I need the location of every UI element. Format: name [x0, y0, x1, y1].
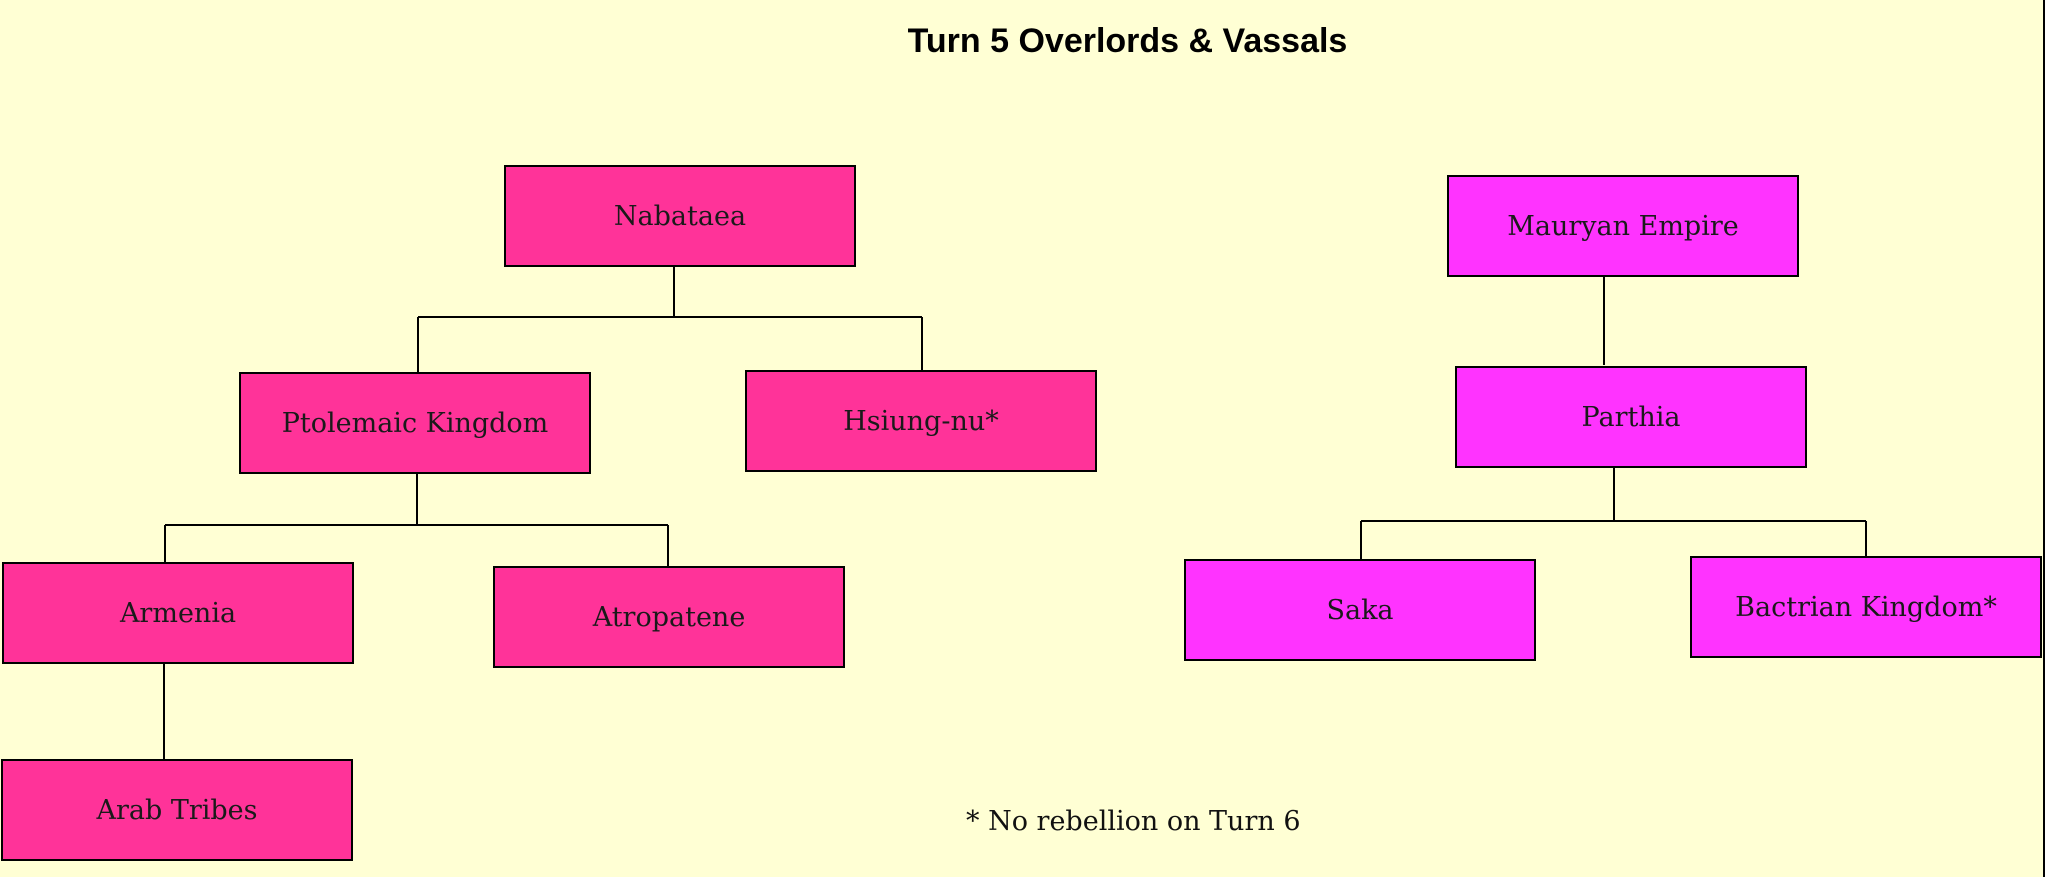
node-label: Hsiung-nu* — [843, 405, 999, 437]
node-parthia: Parthia — [1455, 366, 1807, 468]
node-label: Mauryan Empire — [1507, 210, 1739, 242]
node-atropatene: Atropatene — [493, 566, 845, 668]
connector-nabataea — [417, 266, 923, 372]
node-label: Bactrian Kingdom* — [1735, 591, 1997, 623]
node-ptolemaic-kingdom: Ptolemaic Kingdom — [239, 372, 591, 474]
page-border — [2043, 0, 2045, 877]
node-label: Parthia — [1581, 401, 1681, 433]
connector-ptolemaic — [164, 473, 669, 567]
node-label: Atropatene — [592, 601, 746, 633]
node-label: Nabataea — [613, 200, 747, 232]
page-title: Turn 5 Overlords & Vassals — [907, 22, 1348, 60]
node-label: Arab Tribes — [96, 794, 258, 826]
node-nabataea: Nabataea — [504, 165, 856, 267]
node-label: Armenia — [119, 597, 237, 629]
connector-parthia — [1360, 467, 1867, 560]
node-armenia: Armenia — [2, 562, 354, 664]
node-arab-tribes: Arab Tribes — [1, 759, 353, 861]
node-mauryan-empire: Mauryan Empire — [1447, 175, 1799, 277]
node-hsiung-nu: Hsiung-nu* — [745, 370, 1097, 472]
node-bactrian-kingdom: Bactrian Kingdom* — [1690, 556, 2042, 658]
footnote: * No rebellion on Turn 6 — [966, 806, 1301, 837]
node-label: Saka — [1326, 594, 1394, 626]
node-saka: Saka — [1184, 559, 1536, 661]
node-label: Ptolemaic Kingdom — [281, 407, 549, 439]
